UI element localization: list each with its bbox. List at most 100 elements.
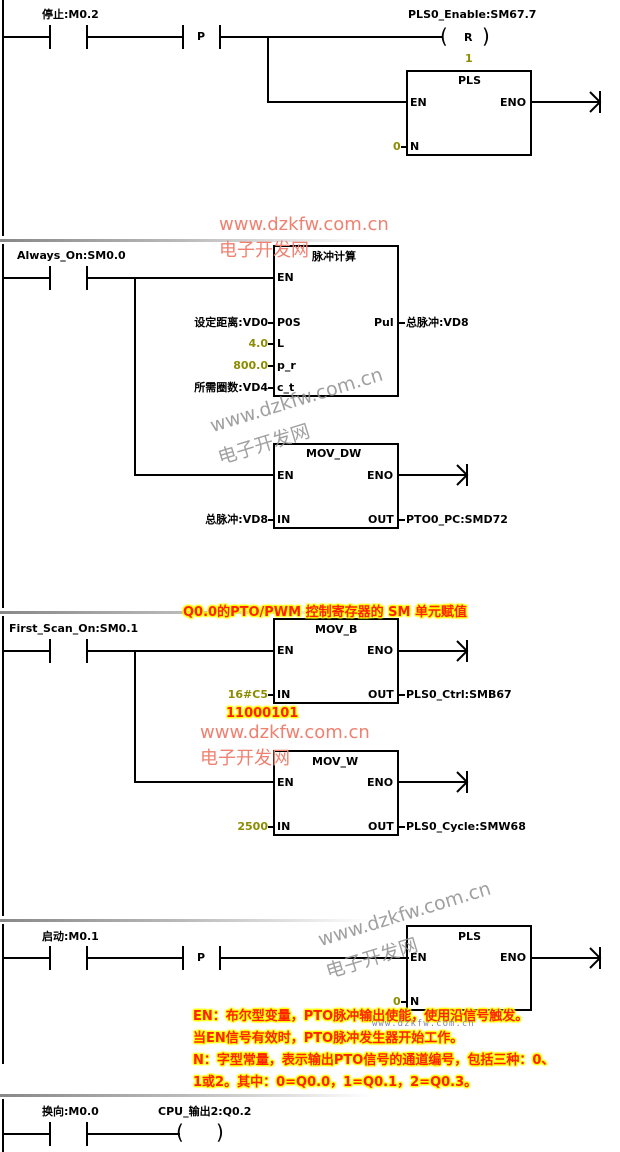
pin-en: EN bbox=[410, 96, 427, 109]
wire-branch bbox=[267, 36, 269, 103]
pin-en: EN bbox=[410, 951, 427, 964]
out-value: PTO0_PC:SMD72 bbox=[406, 513, 508, 526]
pin-l: L bbox=[277, 337, 285, 350]
coil-left-paren[interactable]: ( bbox=[440, 24, 448, 48]
binary-note: 11000101 bbox=[226, 706, 299, 721]
power-rail-n2 bbox=[2, 244, 4, 608]
watermark-small-url: www.dzkfw.com.cn bbox=[372, 1019, 475, 1029]
pul-value: 总脉冲:VD8 bbox=[406, 316, 469, 329]
note-line: 当EN信号有效时，PTO脉冲发生器开始工作。 bbox=[193, 1031, 464, 1046]
contact-label: 停止:M0.2 bbox=[42, 8, 99, 21]
pin-eno: ENO bbox=[367, 776, 394, 789]
contact-right-bar[interactable] bbox=[86, 1122, 88, 1146]
contact-label: Always_On:SM0.0 bbox=[17, 249, 126, 262]
wire bbox=[88, 957, 183, 959]
pin-eno: ENO bbox=[367, 644, 394, 657]
pin-stub bbox=[268, 694, 274, 696]
wire bbox=[267, 101, 407, 103]
coil-left-paren[interactable]: ( bbox=[176, 1120, 184, 1144]
wire bbox=[399, 474, 467, 476]
pin-stub bbox=[268, 322, 274, 324]
contact-right-bar[interactable] bbox=[86, 946, 88, 970]
pin-out: OUT bbox=[368, 513, 394, 526]
wire bbox=[532, 957, 600, 959]
pin-en: EN bbox=[277, 776, 294, 789]
p-contact-left-bar[interactable] bbox=[182, 25, 184, 49]
wire bbox=[221, 36, 443, 38]
pin-n: N bbox=[410, 995, 420, 1008]
pin-stub bbox=[399, 826, 405, 828]
contact-label: 启动:M0.1 bbox=[42, 930, 99, 943]
in-value: 总脉冲:VD8 bbox=[205, 513, 268, 526]
note-line: N：字型常量，表示输出PTO信号的通道编号，包括三种：0、 bbox=[193, 1053, 555, 1068]
pin-eno: ENO bbox=[500, 96, 527, 109]
pin-eno: ENO bbox=[500, 951, 527, 964]
coil-right-paren[interactable]: ) bbox=[216, 1120, 224, 1144]
p-contact-label: P bbox=[197, 951, 206, 964]
coil-label: CPU_输出2:Q0.2 bbox=[158, 1105, 252, 1118]
pls-box[interactable] bbox=[406, 70, 532, 156]
pls-title: PLS bbox=[458, 930, 481, 943]
out-value: PLS0_Ctrl:SMB67 bbox=[406, 688, 512, 701]
coil-right-paren[interactable]: ) bbox=[482, 24, 490, 48]
pos-value: 设定距离:VD0 bbox=[194, 316, 268, 329]
contact-left-bar[interactable] bbox=[49, 639, 51, 663]
pin-pul: Pul bbox=[374, 316, 394, 329]
pin-pos: P0S bbox=[277, 316, 301, 329]
c-t-value: 所需圈数:VD4 bbox=[194, 381, 268, 394]
mov-b-box[interactable] bbox=[273, 618, 399, 704]
pin-stub bbox=[401, 146, 407, 148]
wire bbox=[4, 277, 50, 279]
l-value: 4.0 bbox=[248, 337, 269, 350]
pin-n: N bbox=[410, 140, 420, 153]
watermark-url: www.dzkfw.com.cn bbox=[219, 214, 389, 235]
contact-right-bar[interactable] bbox=[86, 266, 88, 290]
pin-in: IN bbox=[277, 820, 291, 833]
in-value: 2500 bbox=[237, 820, 268, 833]
p-contact-left-bar[interactable] bbox=[182, 946, 184, 970]
coil-label: PLS0_Enable:SM67.7 bbox=[408, 8, 537, 21]
pin-eno: ENO bbox=[367, 469, 394, 482]
wire bbox=[221, 957, 409, 959]
network-separator bbox=[0, 1094, 620, 1097]
pin-stub bbox=[399, 694, 405, 696]
wire bbox=[4, 1133, 50, 1135]
contact-right-bar[interactable] bbox=[86, 25, 88, 49]
pin-c-t: c_t bbox=[277, 381, 295, 394]
contact-left-bar[interactable] bbox=[49, 946, 51, 970]
p-contact-right-bar[interactable] bbox=[219, 946, 221, 970]
chevron-right-icon bbox=[456, 464, 469, 486]
chevron-right-icon bbox=[456, 640, 469, 662]
pin-en: EN bbox=[277, 271, 294, 284]
mov-b-title: MOV_B bbox=[315, 623, 358, 636]
power-rail-n3 bbox=[2, 616, 4, 916]
n-value: 0 bbox=[393, 140, 401, 153]
p-contact-right-bar[interactable] bbox=[219, 25, 221, 49]
power-rail-n5 bbox=[2, 1099, 4, 1152]
contact-left-bar[interactable] bbox=[49, 1122, 51, 1146]
contact-left-bar[interactable] bbox=[49, 25, 51, 49]
pin-stub bbox=[268, 343, 274, 345]
contact-right-bar[interactable] bbox=[86, 639, 88, 663]
contact-left-bar[interactable] bbox=[49, 266, 51, 290]
wire bbox=[88, 36, 183, 38]
watermark-url: www.dzkfw.com.cn bbox=[200, 722, 370, 743]
coil-count: 1 bbox=[465, 52, 473, 65]
in-value: 16#C5 bbox=[227, 688, 268, 701]
pls-box[interactable] bbox=[406, 925, 532, 1011]
pin-stub bbox=[399, 519, 405, 521]
pin-out: OUT bbox=[368, 688, 394, 701]
pulse-calc-box[interactable] bbox=[273, 245, 399, 397]
network-separator bbox=[0, 239, 620, 242]
pin-p-r: p_r bbox=[277, 359, 296, 372]
pls-notes: EN：布尔型变量，PTO脉冲输出使能，使用沿信号触发。 当EN信号有效时，PTO… bbox=[193, 1006, 554, 1094]
p-contact-label: P bbox=[197, 30, 206, 43]
chevron-right-icon bbox=[589, 947, 602, 969]
mov-w-box[interactable] bbox=[273, 750, 399, 836]
mov-dw-box[interactable] bbox=[273, 443, 399, 529]
mov-dw-title: MOV_DW bbox=[306, 447, 362, 460]
out-value: PLS0_Cycle:SMW68 bbox=[406, 820, 526, 833]
coil-type: R bbox=[464, 31, 473, 44]
wire-branch bbox=[134, 650, 136, 783]
chevron-right-icon bbox=[589, 91, 602, 113]
